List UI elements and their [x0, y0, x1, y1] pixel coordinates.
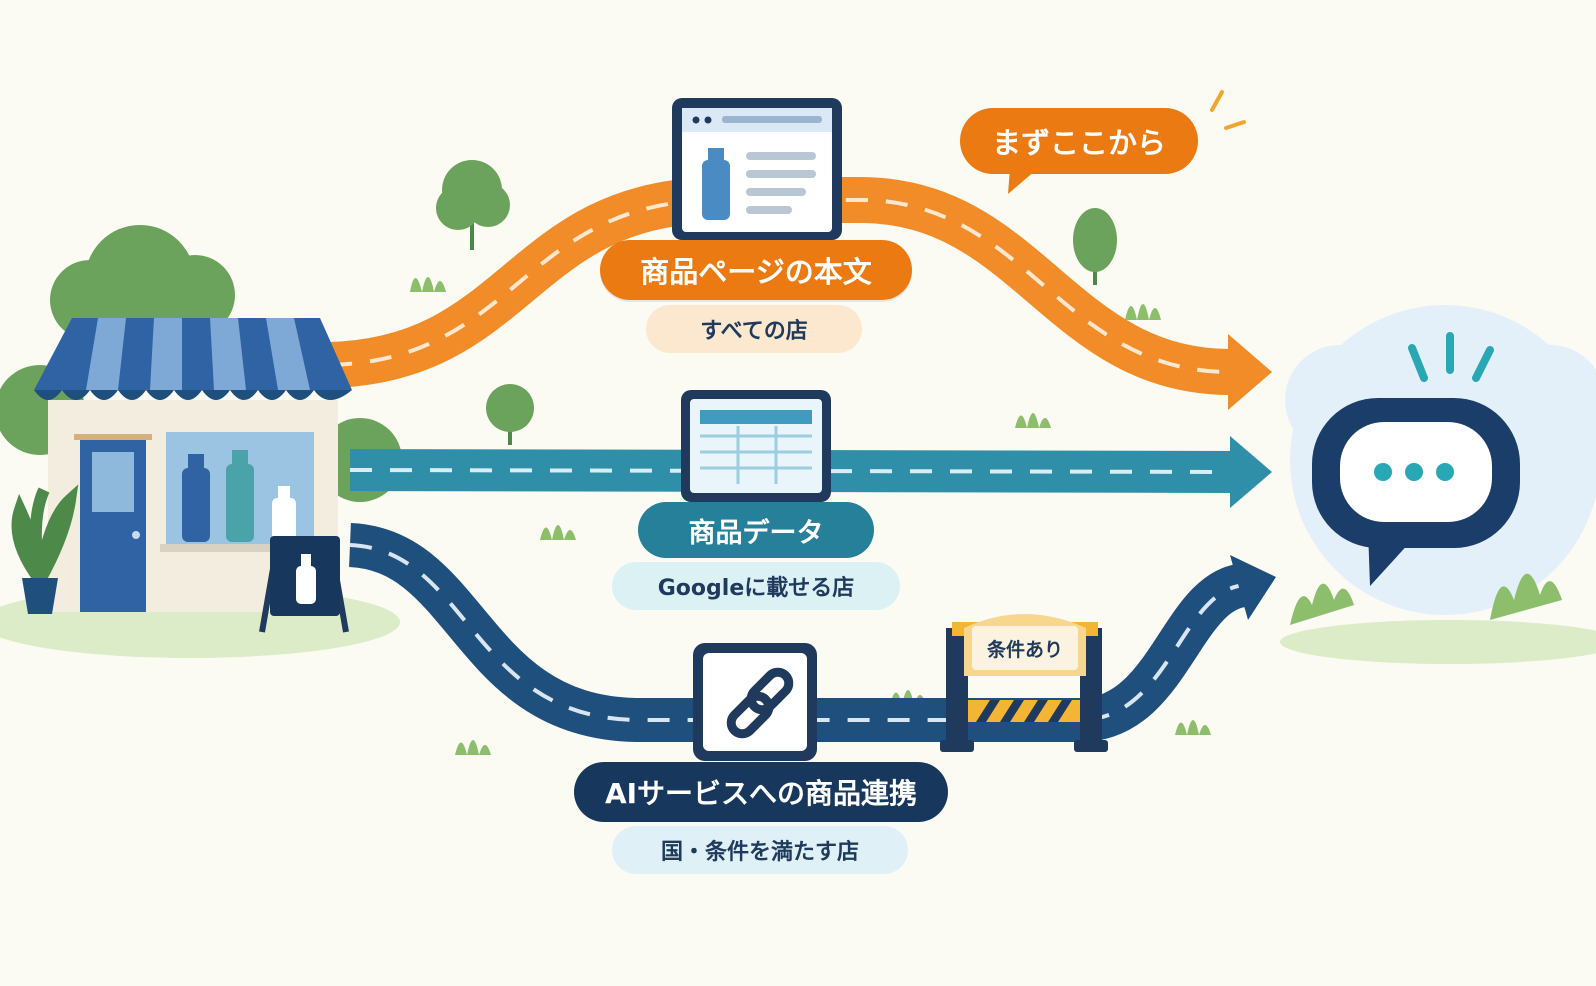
- ai-ground: [1280, 620, 1596, 664]
- route-2-title: 商品データ: [638, 502, 874, 558]
- tree: [436, 160, 510, 250]
- spreadsheet-icon: [681, 390, 831, 502]
- route-3-subtitle: 国・条件を満たす店: [612, 826, 908, 874]
- tree: [486, 384, 534, 445]
- tree: [1073, 208, 1117, 285]
- barrier-icon: [940, 614, 1108, 752]
- road-navy: [347, 523, 1276, 742]
- navy-arrowhead: [1230, 555, 1276, 620]
- start-here-callout: まずここから: [991, 126, 1166, 160]
- teal-arrowhead: [1230, 436, 1272, 508]
- route-1-subtitle: すべての店: [646, 305, 862, 353]
- barrier-label: 条件あり: [986, 638, 1063, 661]
- route-3-title: AIサービスへの商品連携: [574, 762, 948, 822]
- orange-arrowhead: [1228, 334, 1272, 410]
- callout-bubble: [960, 90, 1246, 194]
- route-1-title: 商品ページの本文: [600, 240, 912, 300]
- chat-bubble-icon: [1312, 332, 1520, 586]
- browser-page-icon: [672, 98, 842, 240]
- chain-link-icon: [693, 643, 817, 761]
- store-icon: [11, 318, 352, 633]
- route-2-subtitle: Googleに載せる店: [612, 562, 900, 610]
